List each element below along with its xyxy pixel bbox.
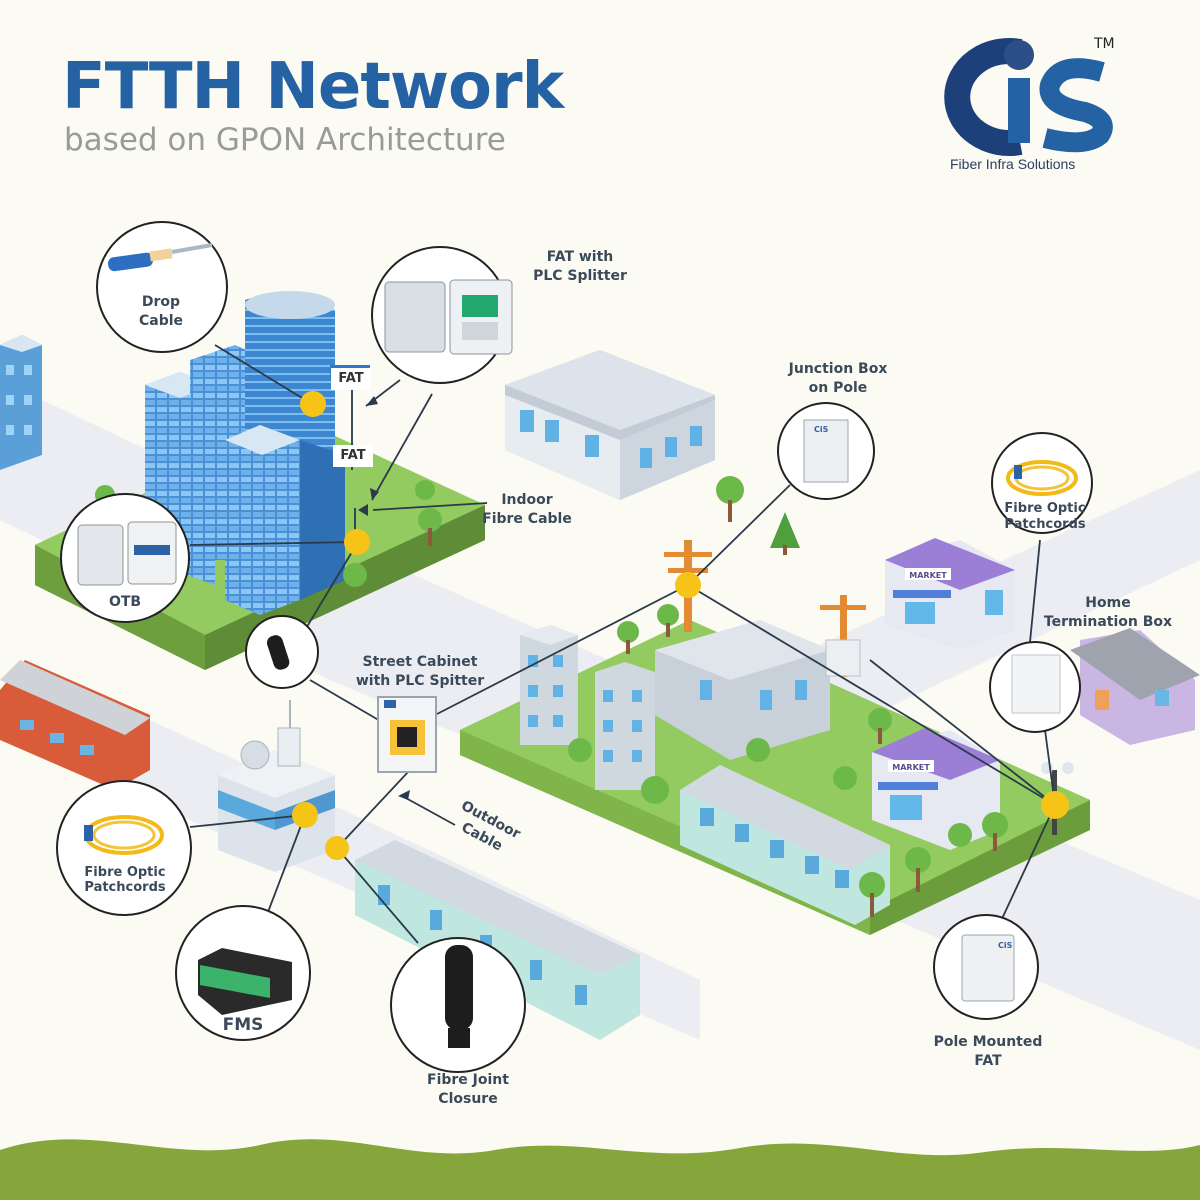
svg-text:CiS: CiS xyxy=(814,425,829,434)
building-top-center xyxy=(505,350,715,500)
label-patchcords-left: Fibre Optic Patchcords xyxy=(84,865,166,895)
label-street-cabinet: Street Cabinet with PLC Spitter xyxy=(355,654,485,689)
market-top: MARKET xyxy=(885,538,1015,650)
street-cabinet xyxy=(377,696,437,773)
label-home-termination: Home Termination Box xyxy=(1043,595,1173,630)
fibre-joint-small-icon xyxy=(266,635,290,670)
label-fat-top: FAT xyxy=(331,368,371,390)
house-right xyxy=(1070,628,1200,745)
fat-splitter-icon xyxy=(384,279,513,355)
connector-dots xyxy=(292,391,1069,860)
label-fat-bottom: FAT xyxy=(333,445,373,467)
fiber-lines xyxy=(189,344,1056,944)
label-junction-box: Junction Box on Pole xyxy=(788,361,888,396)
drop-cable-icon xyxy=(108,243,213,272)
label-fat-splitter: FAT with PLC Splitter xyxy=(533,249,627,284)
fibre-joint-closure-icon xyxy=(445,945,473,1048)
building-cluster-right xyxy=(520,620,830,790)
brand-tagline: Fiber Infra Solutions xyxy=(950,156,1076,172)
junction-box-icon: CiS xyxy=(803,419,849,483)
patchcord-left-icon xyxy=(84,815,164,855)
arrows xyxy=(358,396,456,826)
label-patchcords-right: Fibre Optic Patchcords xyxy=(1004,501,1086,532)
market-sign-bottom: MARKET xyxy=(892,763,930,772)
market-bottom: MARKET xyxy=(872,728,1000,850)
row-houses-bottom xyxy=(355,840,640,1040)
pole-fat-icon: CiS xyxy=(961,934,1015,1002)
label-fms: FMS xyxy=(222,1015,264,1035)
page-title: FTTH Network xyxy=(62,50,564,124)
market-sign-top: MARKET xyxy=(909,571,947,580)
label-otb: OTB xyxy=(108,594,142,610)
row-houses-right xyxy=(680,765,890,925)
home-termination-box-icon xyxy=(1011,654,1061,714)
label-fibre-joint: Fibre Joint Closure xyxy=(427,1072,509,1107)
fms-icon xyxy=(198,948,292,1015)
central-office-building xyxy=(218,700,335,872)
svg-text:CiS: CiS xyxy=(998,941,1013,950)
building-far-left xyxy=(0,335,42,470)
trees xyxy=(95,476,1008,917)
otb-icon xyxy=(77,521,177,586)
brand-logo xyxy=(944,38,1113,156)
warehouse-left xyxy=(0,660,150,790)
trademark-mark: TM xyxy=(1094,36,1115,52)
label-drop-cable: Drop Cable xyxy=(138,294,184,329)
page-subtitle: based on GPON Architecture xyxy=(64,122,506,158)
label-pole-fat: Pole Mounted FAT xyxy=(933,1034,1043,1069)
patchcord-right-icon xyxy=(1006,460,1078,496)
grass-hills xyxy=(0,1139,1200,1200)
label-indoor-cable: Indoor Fibre Cable xyxy=(482,492,572,527)
